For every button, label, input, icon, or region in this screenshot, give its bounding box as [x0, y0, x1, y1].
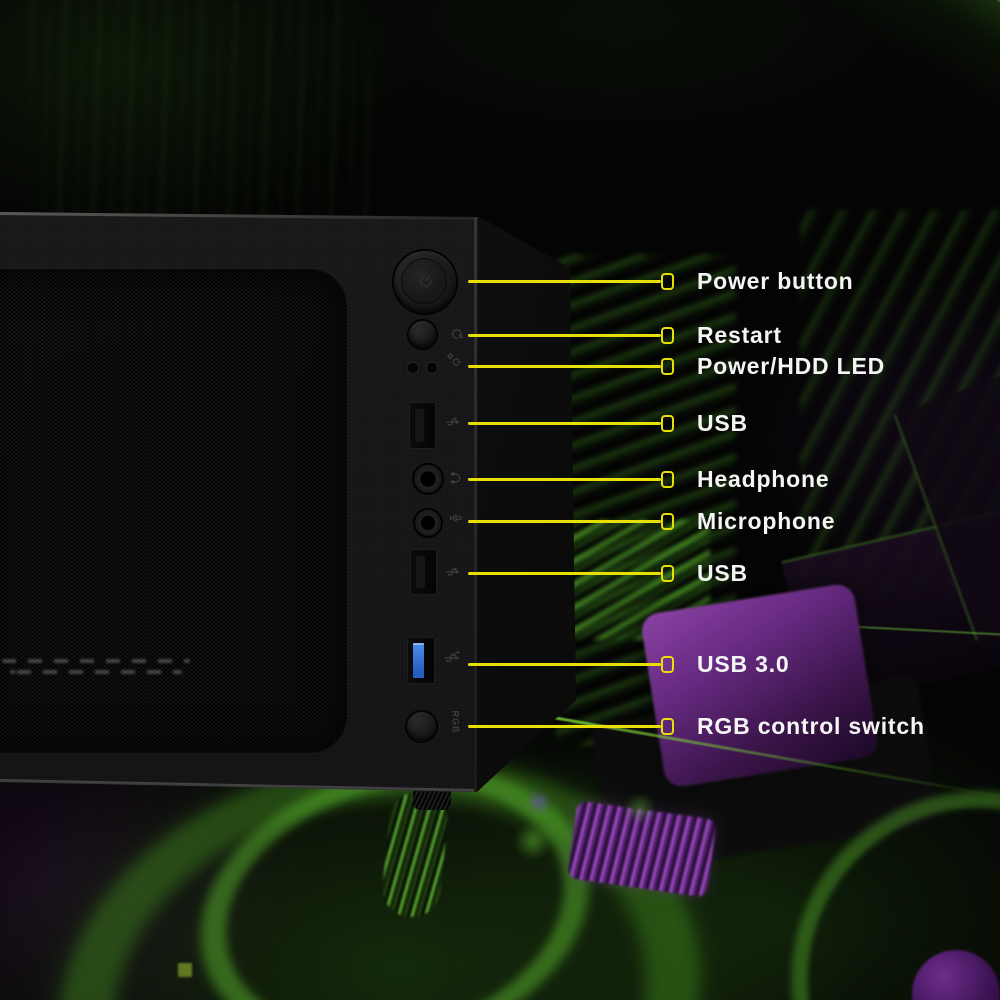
usb-port-top[interactable] — [409, 402, 436, 449]
hdd-led — [427, 363, 437, 373]
usb-tongue — [416, 556, 425, 588]
callout-label-usb-mid: USB — [697, 560, 748, 586]
usb-tongue — [415, 409, 424, 442]
callout-line-usb-3-0 — [468, 662, 661, 666]
headphone-jack[interactable] — [413, 464, 443, 494]
callout-marker-usb-top — [661, 415, 674, 432]
callout-line-usb-top — [468, 421, 661, 425]
callout-marker-headphone — [661, 471, 674, 488]
callout-marker-usb-3-0 — [661, 656, 674, 673]
callout-label-power-button: Power button — [697, 268, 854, 294]
callout-line-power-button — [468, 279, 661, 283]
callout-marker-restart — [661, 327, 674, 344]
callout-label-usb-3-0: USB 3.0 — [697, 651, 790, 677]
callout-label-microphone: Microphone — [697, 508, 836, 534]
background-green-blob-2 — [622, 795, 658, 821]
callout-marker-usb-mid — [661, 565, 674, 582]
fan-glow-dashes-row1 — [2, 659, 190, 663]
callout-marker-microphone — [661, 513, 674, 530]
restart-arrow-icon — [452, 329, 464, 339]
microphone-icon — [450, 514, 462, 522]
restart-button[interactable] — [408, 320, 437, 349]
callout-line-restart — [468, 333, 661, 337]
usb3-blue-tongue — [413, 643, 424, 678]
usb3-port[interactable] — [407, 637, 435, 684]
power-led — [408, 363, 418, 373]
usb-trident-icon — [446, 567, 460, 576]
callout-label-restart: Restart — [697, 322, 782, 348]
callout-line-usb-mid — [468, 571, 661, 575]
callout-marker-power-hdd-led — [661, 358, 674, 375]
power-button[interactable] — [393, 250, 457, 314]
callout-line-rgb-control-switch — [468, 724, 661, 728]
usb-trident-icon — [446, 417, 460, 426]
usb-port-mid[interactable] — [410, 549, 437, 595]
case-thumbscrew — [413, 789, 451, 810]
background-green-wisps-top-left — [30, 0, 370, 220]
callout-marker-rgb-control-switch — [661, 718, 674, 735]
callout-line-power-hdd-led — [468, 364, 661, 368]
callout-label-usb-top: USB — [697, 410, 748, 436]
callout-marker-power-button — [661, 273, 674, 290]
microphone-jack[interactable] — [414, 509, 442, 537]
fan-glow-dashes-row2 — [10, 670, 182, 674]
headphone-icon — [450, 472, 461, 484]
background-green-square — [178, 963, 192, 977]
rgb-control-button[interactable] — [406, 711, 437, 742]
background-green-blob-1 — [512, 824, 554, 858]
power-and-hdd-led-icon — [446, 352, 462, 366]
power-button-inner-ring — [401, 258, 447, 304]
callout-label-power-hdd-led: Power/HDD LED — [697, 353, 886, 379]
background-violet-blob — [528, 788, 550, 816]
callout-line-headphone — [468, 477, 661, 481]
usb3-trident-icon — [444, 650, 460, 663]
callout-line-microphone — [468, 519, 661, 523]
callout-label-rgb-control-switch: RGB control switch — [697, 713, 925, 739]
case-front-right-edge — [474, 217, 477, 792]
power-symbol-icon — [419, 275, 432, 288]
callout-label-headphone: Headphone — [697, 466, 830, 492]
